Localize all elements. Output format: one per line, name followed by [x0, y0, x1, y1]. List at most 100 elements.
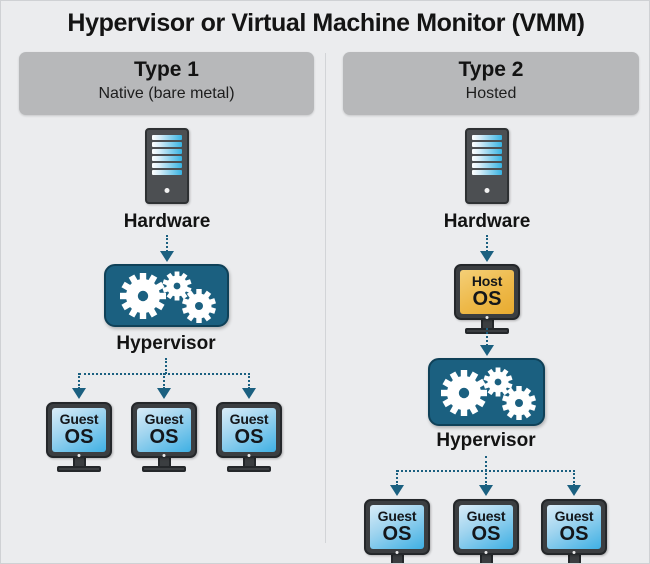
connector-to-guest-2	[485, 470, 487, 486]
guest-os-line-1: Guest	[554, 508, 594, 524]
guest-os-monitor-2: Guest OS	[453, 499, 519, 563]
monitor-bezel: Host OS	[454, 264, 520, 320]
monitor-led-icon	[395, 551, 399, 554]
monitor-bezel: Guest OS	[131, 402, 197, 458]
guest-os-monitor-1: Guest OS	[46, 402, 112, 472]
monitor-bezel: Guest OS	[541, 499, 607, 555]
hypervisor-label: Hypervisor	[436, 430, 536, 451]
arrow-down-icon	[480, 251, 494, 262]
hypervisor-box	[104, 264, 229, 327]
server-bay	[152, 163, 182, 168]
server-bay	[152, 149, 182, 154]
monitor-neck	[390, 555, 404, 563]
monitor-screen: Guest OS	[459, 505, 513, 549]
guest-os-line-1: Guest	[144, 411, 184, 427]
column-title: Type 2	[458, 58, 524, 81]
monitor-screen: Guest OS	[547, 505, 601, 549]
monitor-neck	[480, 320, 494, 328]
server-bays	[152, 135, 182, 175]
monitor-led-icon	[247, 454, 251, 457]
connector-host-os-to-hypervisor	[486, 328, 488, 346]
monitor-neck	[157, 458, 171, 466]
arrow-down-icon	[480, 345, 494, 356]
monitor-screen: Guest OS	[222, 408, 276, 452]
monitor-screen: Guest OS	[370, 505, 424, 549]
host-os-line-1: Host	[471, 273, 503, 289]
connector-to-guest-3	[573, 470, 575, 486]
guest-os-line-2: OS	[382, 523, 412, 545]
guest-os-line-1: Guest	[377, 508, 417, 524]
server-bay	[152, 135, 182, 140]
hypervisor-label: Hypervisor	[116, 333, 216, 354]
monitor-screen: Guest OS	[137, 408, 191, 452]
connector-hardware-to-host-os	[486, 235, 488, 252]
connector-to-guest-1	[396, 470, 398, 486]
monitor-screen: Guest OS	[52, 408, 106, 452]
column-subtitle: Native (bare metal)	[98, 85, 235, 102]
monitor-bezel: Guest OS	[453, 499, 519, 555]
server-power-led-icon	[164, 188, 170, 193]
guest-os-line-1: Guest	[466, 508, 506, 524]
column-subtitle: Hosted	[465, 85, 517, 102]
guest-os-line-1: Guest	[229, 411, 269, 427]
host-os-line-2: OS	[472, 288, 502, 310]
guest-os-monitor-3: Guest OS	[541, 499, 607, 563]
arrow-down-icon	[390, 485, 404, 496]
guest-os-line-2: OS	[471, 523, 501, 545]
connector-to-guest-2	[163, 373, 165, 389]
monitor-bezel: Guest OS	[364, 499, 430, 555]
arrow-down-icon	[160, 251, 174, 262]
page-title: Hypervisor or Virtual Machine Monitor (V…	[67, 9, 585, 37]
monitor-bezel: Guest OS	[216, 402, 282, 458]
connector-to-guest-3	[248, 373, 250, 389]
monitor-base	[57, 466, 101, 472]
hardware-label: Hardware	[123, 211, 211, 232]
column-header-type-1: Type 1 Native (bare metal)	[19, 52, 314, 115]
server-bay	[472, 142, 502, 147]
monitor-led-icon	[485, 316, 489, 319]
guest-os-monitor-1: Guest OS	[364, 499, 430, 563]
server-bay	[152, 170, 182, 175]
server-bays	[472, 135, 502, 175]
arrow-down-icon	[567, 485, 581, 496]
monitor-neck	[242, 458, 256, 466]
guest-os-line-2: OS	[559, 523, 589, 545]
guest-os-monitor-2: Guest OS	[131, 402, 197, 472]
connector-to-guest-1	[78, 373, 80, 389]
server-power-led-icon	[484, 188, 490, 193]
monitor-base	[227, 466, 271, 472]
guest-os-line-1: Guest	[59, 411, 99, 427]
hypervisor-box	[428, 358, 545, 426]
server-bay	[472, 156, 502, 161]
monitor-neck	[72, 458, 86, 466]
monitor-base	[142, 466, 186, 472]
column-title: Type 1	[134, 58, 199, 81]
hardware-label: Hardware	[443, 211, 531, 232]
monitor-led-icon	[77, 454, 81, 457]
monitor-led-icon	[572, 551, 576, 554]
server-bay	[472, 163, 502, 168]
guest-os-line-2: OS	[234, 426, 264, 448]
server-tower-icon	[465, 128, 509, 204]
monitor-screen: Host OS	[460, 270, 514, 314]
server-tower-icon	[145, 128, 189, 204]
column-header-type-2: Type 2 Hosted	[343, 52, 639, 115]
gears-icon	[441, 367, 537, 420]
monitor-neck	[479, 555, 493, 563]
guest-os-line-2: OS	[149, 426, 179, 448]
arrow-down-icon	[242, 388, 256, 399]
connector-hardware-to-hypervisor	[166, 235, 168, 252]
server-bay	[472, 170, 502, 175]
server-bay	[152, 156, 182, 161]
host-os-monitor: Host OS	[454, 264, 520, 334]
connector-hypervisor-trunk	[485, 456, 487, 471]
server-bay	[152, 142, 182, 147]
guest-os-monitor-3: Guest OS	[216, 402, 282, 472]
connector-hypervisor-trunk	[165, 358, 167, 374]
guest-os-line-2: OS	[64, 426, 94, 448]
monitor-led-icon	[484, 551, 488, 554]
monitor-led-icon	[162, 454, 166, 457]
monitor-neck	[567, 555, 581, 563]
arrow-down-icon	[479, 485, 493, 496]
